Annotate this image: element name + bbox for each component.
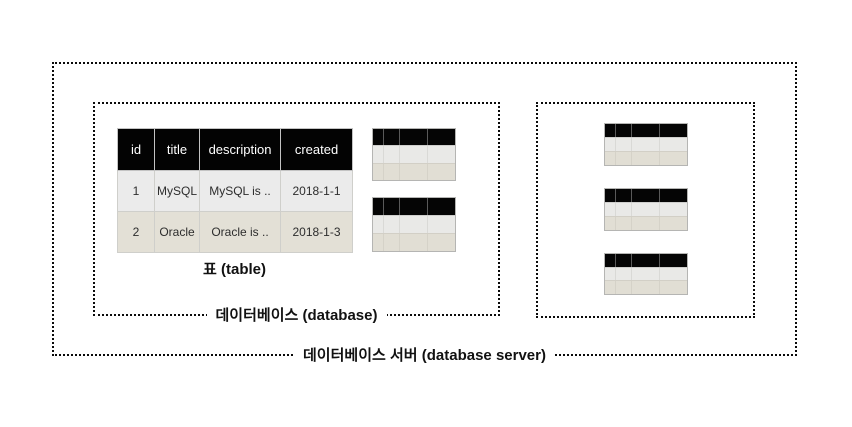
table-icon-header [605,124,687,137]
sample-table-header-row: id title description created [117,128,353,171]
table-caption: 표 (table) [203,261,266,278]
column-header-id: id [117,128,155,171]
table-icon [372,128,456,181]
cell-title: Oracle [154,211,200,253]
cell-description: MySQL is .. [199,170,281,212]
table-icon [604,188,688,231]
database-server-box: 데이터베이스 서버 (database server) [52,62,797,366]
table-icon-header [605,254,687,267]
table-icon-row [605,137,687,151]
table-row: 2 Oracle Oracle is .. 2018-1-3 [117,211,353,253]
cell-title: MySQL [154,170,200,212]
table-icon-header [373,129,455,146]
table-icon-header [605,189,687,202]
table-icon-row [605,151,687,165]
table-icon [604,253,688,295]
table-row: 1 MySQL MySQL is .. 2018-1-1 [117,170,353,212]
cell-description: Oracle is .. [199,211,281,253]
cell-created: 2018-1-3 [280,211,353,253]
cell-created: 2018-1-1 [280,170,353,212]
table-icon [372,197,456,252]
database-server-label: 데이터베이스 서버 (database server) [294,345,555,366]
database-label: 데이터베이스 (database) [206,305,387,326]
column-header-description: description [199,128,281,171]
table-icon-row [373,215,455,233]
database-box-left: 데이터베이스 (database) [93,102,500,326]
table-icon-row [605,266,687,281]
table-icon-row [373,233,455,251]
table-icon-row [605,216,687,230]
table-icon-row [605,280,687,295]
sample-table: id title description created 1 MySQL MyS… [117,128,353,253]
table-icon-row [373,162,455,180]
database-box-right [536,102,755,318]
table-icon-row [605,202,687,216]
table-icon [604,123,688,166]
cell-id: 2 [117,211,155,253]
column-header-created: created [280,128,353,171]
table-icon-header [373,198,455,215]
column-header-title: title [154,128,200,171]
cell-id: 1 [117,170,155,212]
table-icon-row [373,145,455,163]
